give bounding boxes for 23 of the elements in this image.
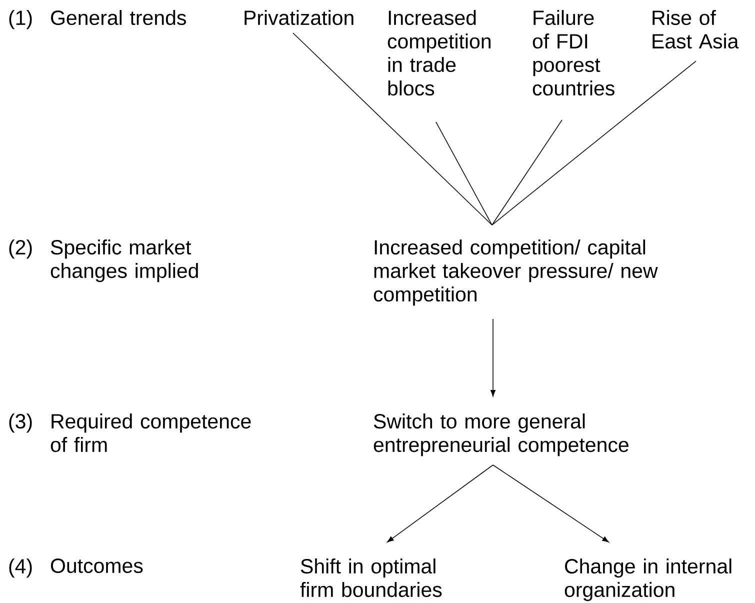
step-number: (3): [9, 414, 32, 433]
connector-line: [492, 120, 562, 226]
node-text: Failure of FDI poorest countries: [532, 10, 614, 96]
step-number: (2): [9, 240, 32, 259]
step-number: (4): [9, 558, 32, 578]
arrow: [492, 464, 609, 542]
row-heading: Outcomes: [50, 558, 143, 574]
row-heading: General trends: [51, 10, 186, 26]
node-text: Switch to more general entrepreneurial competence: [374, 414, 628, 456]
node-text: Change in internal organization: [564, 558, 732, 602]
arrow: [490, 318, 496, 397]
node-text: Privatization: [244, 10, 354, 26]
connector-line: [292, 32, 492, 226]
node-text: Increased competition in trade blocs: [388, 10, 490, 96]
node-text: Increased competition/ capital market takeover pressure/ new competition: [374, 240, 658, 306]
connector-line: [436, 122, 492, 226]
arrow: [387, 464, 494, 542]
node-text: Shift in optimal firm boundaries: [300, 558, 442, 598]
connector-line: [492, 60, 696, 226]
node-text: Rise of East Asia: [652, 10, 739, 49]
step-number: (1): [9, 10, 32, 30]
row-heading: Specific market changes implied: [50, 240, 198, 282]
row-heading: Required competence of firm: [50, 414, 251, 452]
